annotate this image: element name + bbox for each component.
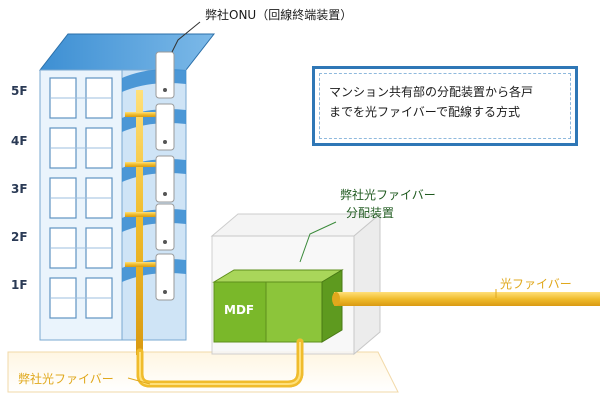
fiber-riser [136,90,143,355]
onu-leader-line [171,21,201,53]
splitter-leader-line [299,221,337,263]
fiber-branches [125,112,157,267]
splitter-label-line1: 弊社光ファイバー [340,188,436,202]
mdf-room-side [353,212,381,356]
floor-label-5f: 5F [11,84,28,98]
mdf-box-side [321,269,343,343]
splitter-box [265,281,323,343]
floor-label-1f: 1F [11,278,28,292]
floor-label-4f: 4F [11,134,28,148]
floor-label-2f: 2F [11,230,28,244]
main-fiber-cable [334,292,600,306]
fiber-bottom-leader [127,377,151,385]
splitter-label-line2: 分配装置 [346,206,395,220]
building-roof [38,33,216,71]
description-box: マンション共有部の分配装置から各戸 までを光ファイバーで配線する方式 [312,66,578,146]
onu-devices [155,51,175,301]
onu-label: 弊社ONU（回線終端装置） [205,8,353,22]
floor-label-3f: 3F [11,182,28,196]
mdf-box [213,281,267,343]
mdf-box-top [212,269,344,283]
mdf-label: MDF [224,303,255,317]
fiber-right-label: 光ファイバー [500,277,572,291]
description-box-inner [319,73,571,139]
fiber-bottom-label: 弊社光ファイバー [18,372,114,386]
description-text: マンション共有部の分配装置から各戸 までを光ファイバーで配線する方式 [329,85,534,119]
